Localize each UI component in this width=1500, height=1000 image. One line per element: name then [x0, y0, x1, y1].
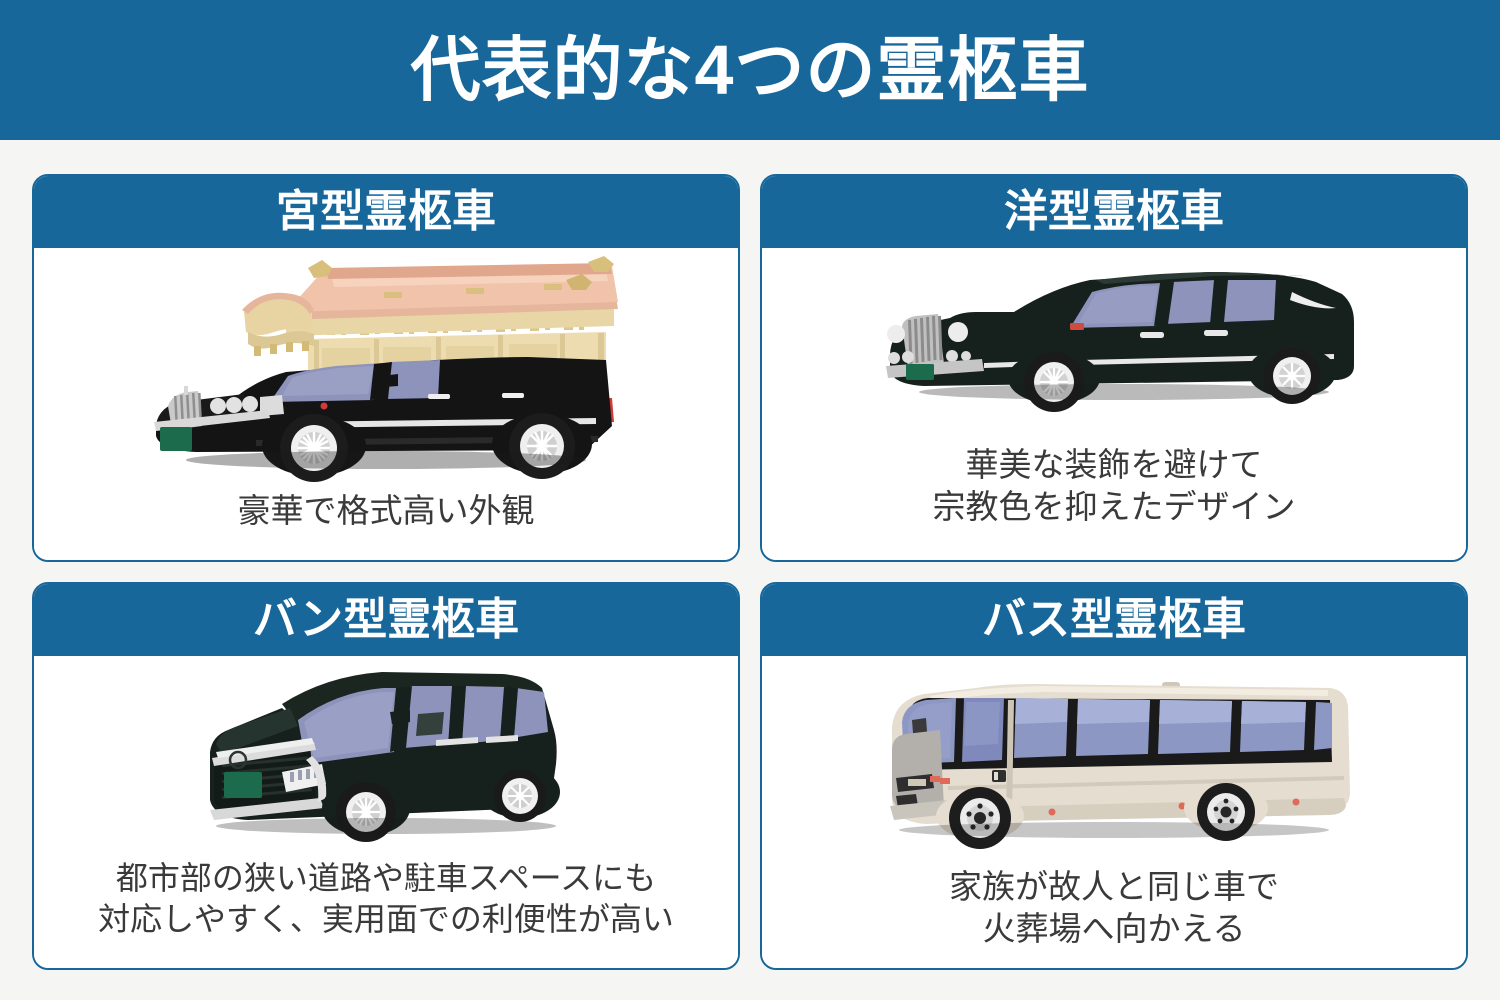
page-title: 代表的な4つの霊柩車: [410, 31, 1090, 109]
card-title-miyagata: 宮型霊柩車: [276, 187, 496, 236]
hearse-card-miyagata: 宮型霊柩車: [32, 174, 740, 562]
card-header-bus: バス型霊柩車: [762, 584, 1466, 656]
ornate-pagoda-hearse-icon: [154, 256, 618, 482]
card-title-van: バン型霊柩車: [252, 595, 520, 644]
microbus-hearse-icon: [890, 682, 1350, 849]
card-title-bus: バス型霊柩車: [982, 595, 1246, 644]
page-banner: 代表的な4つの霊柩車: [0, 0, 1500, 140]
card-caption-miyagata: 豪華で格式高い外観: [237, 492, 535, 529]
hearse-card-yougata: 洋型霊柩車: [760, 174, 1468, 562]
card-header-van: バン型霊柩車: [34, 584, 738, 656]
card-header-miyagata: 宮型霊柩車: [34, 176, 738, 248]
card-caption-van: 都市部の狭い道路や駐車スペースにも 対応しやすく、実用面での利便性が高い: [98, 860, 674, 937]
hearse-card-bus: バス型霊柩車: [760, 582, 1468, 970]
card-body-miyagata: 豪華で格式高い外観: [34, 248, 738, 560]
card-body-yougata: 華美な装飾を避けて 宗教色を抑えたデザイン: [762, 248, 1466, 560]
card-caption-bus: 家族が故人と同じ車で 火葬場へ向かえる: [949, 868, 1279, 948]
western-style-hearse-icon: [886, 272, 1354, 412]
card-header-yougata: 洋型霊柩車: [762, 176, 1466, 248]
van-hearse-icon: [210, 672, 560, 842]
card-caption-yougata: 華美な装飾を避けて 宗教色を抑えたデザイン: [932, 446, 1296, 526]
card-title-yougata: 洋型霊柩車: [1004, 187, 1224, 236]
card-body-van: 都市部の狭い道路や駐車スペースにも 対応しやすく、実用面での利便性が高い: [34, 656, 738, 968]
hearse-card-van: バン型霊柩車: [32, 582, 740, 970]
hearse-type-grid: 宮型霊柩車: [32, 174, 1468, 970]
card-body-bus: 家族が故人と同じ車で 火葬場へ向かえる: [762, 656, 1466, 968]
